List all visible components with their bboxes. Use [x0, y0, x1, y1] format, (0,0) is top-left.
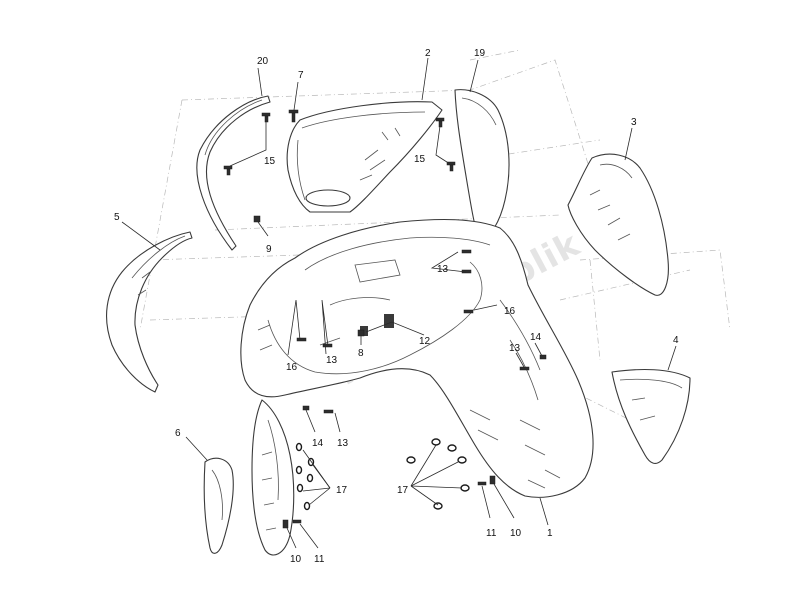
callout-14-left: 14 [312, 438, 324, 449]
callout-12: 12 [419, 336, 431, 347]
callout-19: 19 [474, 48, 486, 59]
screw-10-a [489, 475, 496, 485]
washers-17-left [295, 442, 315, 511]
screw-15-d [446, 161, 456, 172]
callout-14-right: 14 [530, 332, 542, 343]
part-5-left-side-cover [106, 231, 193, 393]
callout-15-left: 15 [264, 156, 276, 167]
callout-4: 4 [673, 335, 679, 346]
callout-7: 7 [298, 70, 304, 81]
callout-15-right: 15 [414, 154, 426, 165]
screw-7 [288, 109, 299, 123]
washers-17-right [406, 438, 470, 510]
part-3-right-side-cover [567, 153, 669, 296]
fasteners [223, 109, 547, 529]
callout-13-middle: 13 [326, 355, 338, 366]
screw-10-b [282, 519, 289, 529]
callout-10-right: 10 [510, 528, 522, 539]
callout-3: 3 [631, 117, 637, 128]
screw-15-b [223, 165, 233, 176]
callout-6: 6 [175, 428, 181, 439]
screw-13-d [519, 366, 530, 371]
part-6-lower-left-trim [203, 457, 234, 554]
leader-lines [121, 57, 677, 549]
part-2-inner-upper-panel [286, 101, 443, 213]
callout-13-lower: 13 [337, 438, 349, 449]
callout-labels: 20 2 19 7 3 15 15 5 9 13 16 12 8 13 16 1… [114, 48, 679, 565]
part-1-front-shield [240, 218, 594, 498]
screw-11-b [292, 519, 302, 524]
callout-8: 8 [358, 348, 364, 359]
screw-14-b [539, 354, 547, 360]
callout-16-left: 16 [286, 362, 298, 373]
callout-1: 1 [547, 528, 553, 539]
screw-13-a [461, 249, 472, 254]
clip-12-a [384, 314, 394, 328]
part-1-lower-left-section [251, 399, 295, 556]
screw-8 [357, 329, 365, 337]
callout-20: 20 [257, 56, 269, 67]
callout-17-left: 17 [336, 485, 348, 496]
callout-16-right: 16 [504, 306, 516, 317]
part-4-right-lower-panel [611, 369, 691, 464]
screw-16-b [463, 309, 474, 314]
screw-15-c [435, 117, 445, 128]
screw-16-a [296, 337, 307, 342]
callout-11-right: 11 [486, 528, 497, 539]
screw-11-a [477, 481, 487, 486]
callout-13-right: 13 [509, 343, 521, 354]
callout-9: 9 [266, 244, 272, 255]
part-20-trim-strip [196, 95, 271, 251]
screw-9 [253, 215, 261, 223]
callout-2: 2 [425, 48, 431, 59]
callout-13-upper: 13 [437, 264, 449, 275]
callout-11-left: 11 [314, 554, 325, 565]
screw-13-e [323, 409, 334, 414]
callout-17-right: 17 [397, 485, 409, 496]
screw-14-a [302, 405, 310, 411]
callout-10-left: 10 [290, 554, 302, 565]
callout-5: 5 [114, 212, 120, 223]
